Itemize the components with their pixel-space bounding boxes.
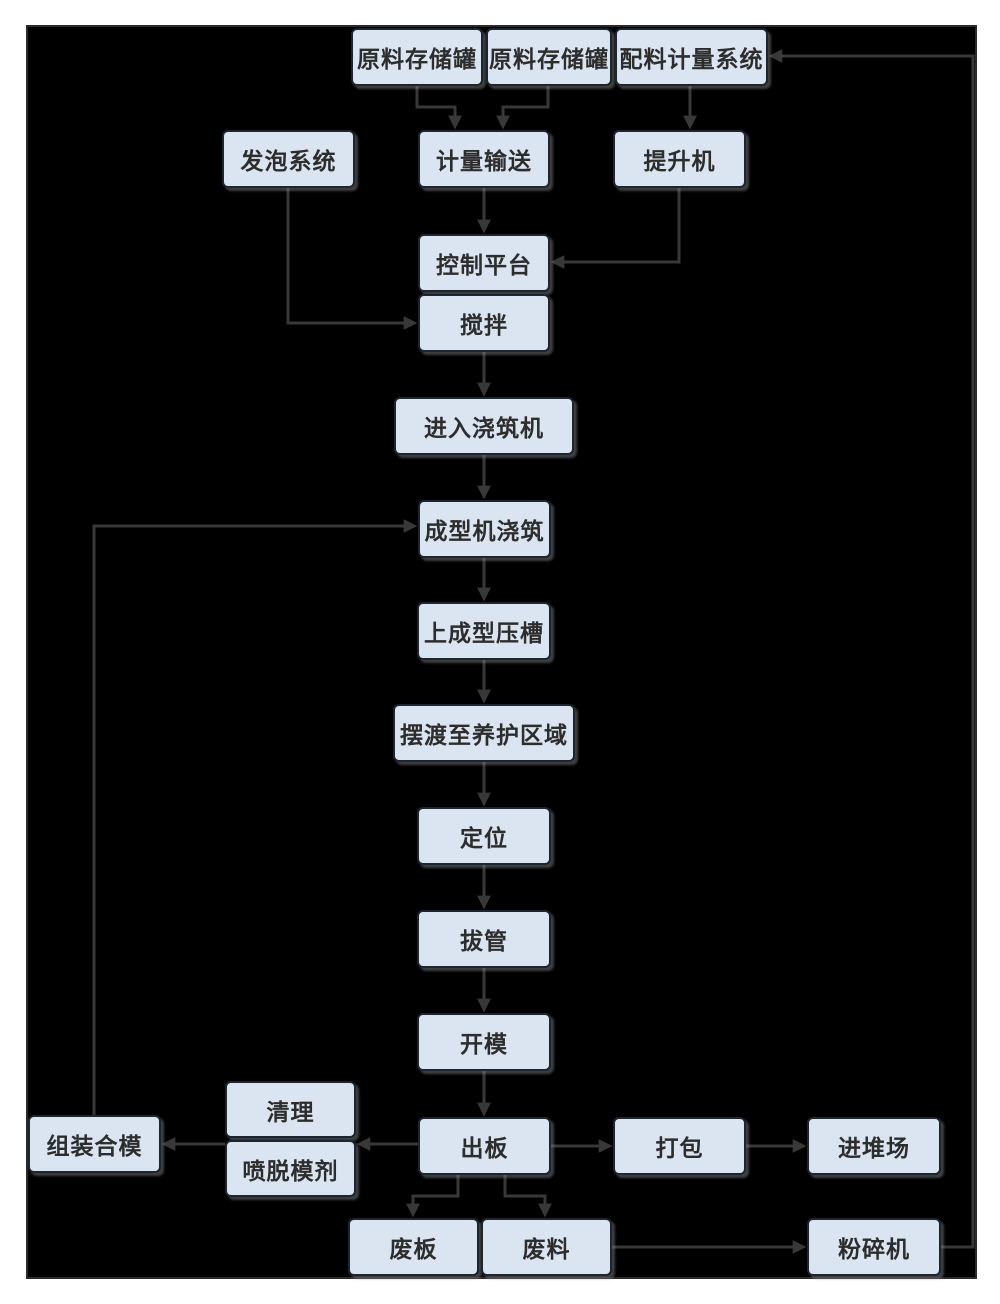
edge-board-out--waste-material (503, 1175, 552, 1218)
node-metering-conveyor: 计量输送 (418, 130, 550, 188)
node-forming-machine-pouring: 成型机浇筑 (418, 500, 551, 558)
node-control-platform: 控制平台 (418, 234, 550, 292)
node-tank-2: 原料存储罐 (486, 28, 612, 86)
edge-assemble-mold--forming-machine-pouring (92, 519, 418, 1115)
node-crusher: 粉碎机 (807, 1218, 941, 1276)
edge-hoist--control-platform (550, 188, 681, 269)
node-stacking-yard: 进堆场 (807, 1117, 941, 1175)
node-tank-1: 原料存储罐 (351, 28, 483, 86)
edge-crusher--batching-system (768, 49, 975, 1249)
node-mold-opening: 开模 (417, 1013, 551, 1071)
node-assemble-mold: 组装合模 (28, 1115, 161, 1173)
node-cleaning: 清理 (225, 1081, 356, 1138)
node-positioning: 定位 (417, 807, 551, 865)
node-ferry-to-curing: 摆渡至养护区域 (393, 704, 575, 762)
node-hoist: 提升机 (613, 130, 746, 188)
node-mixing: 搅拌 (418, 294, 550, 352)
node-board-out: 出板 (418, 1117, 551, 1175)
edge-tank-1--metering-conveyor (415, 86, 462, 130)
edge-foaming-system--mixing (286, 188, 418, 330)
node-forming-grooving: 上成型压槽 (417, 602, 551, 660)
node-foaming-system: 发泡系统 (222, 130, 355, 188)
node-tube-pulling: 拔管 (417, 910, 551, 968)
node-waste-material: 废料 (481, 1218, 612, 1276)
node-enter-pouring-machine: 进入浇筑机 (394, 397, 574, 455)
edge-tank-2--metering-conveyor (496, 86, 550, 130)
node-spray-release-agent: 喷脱模剂 (225, 1140, 356, 1197)
node-waste-board: 废板 (348, 1218, 479, 1276)
node-packing: 打包 (613, 1117, 746, 1175)
edge-board-out--waste-board (406, 1175, 460, 1218)
node-batching-system: 配料计量系统 (615, 28, 768, 86)
